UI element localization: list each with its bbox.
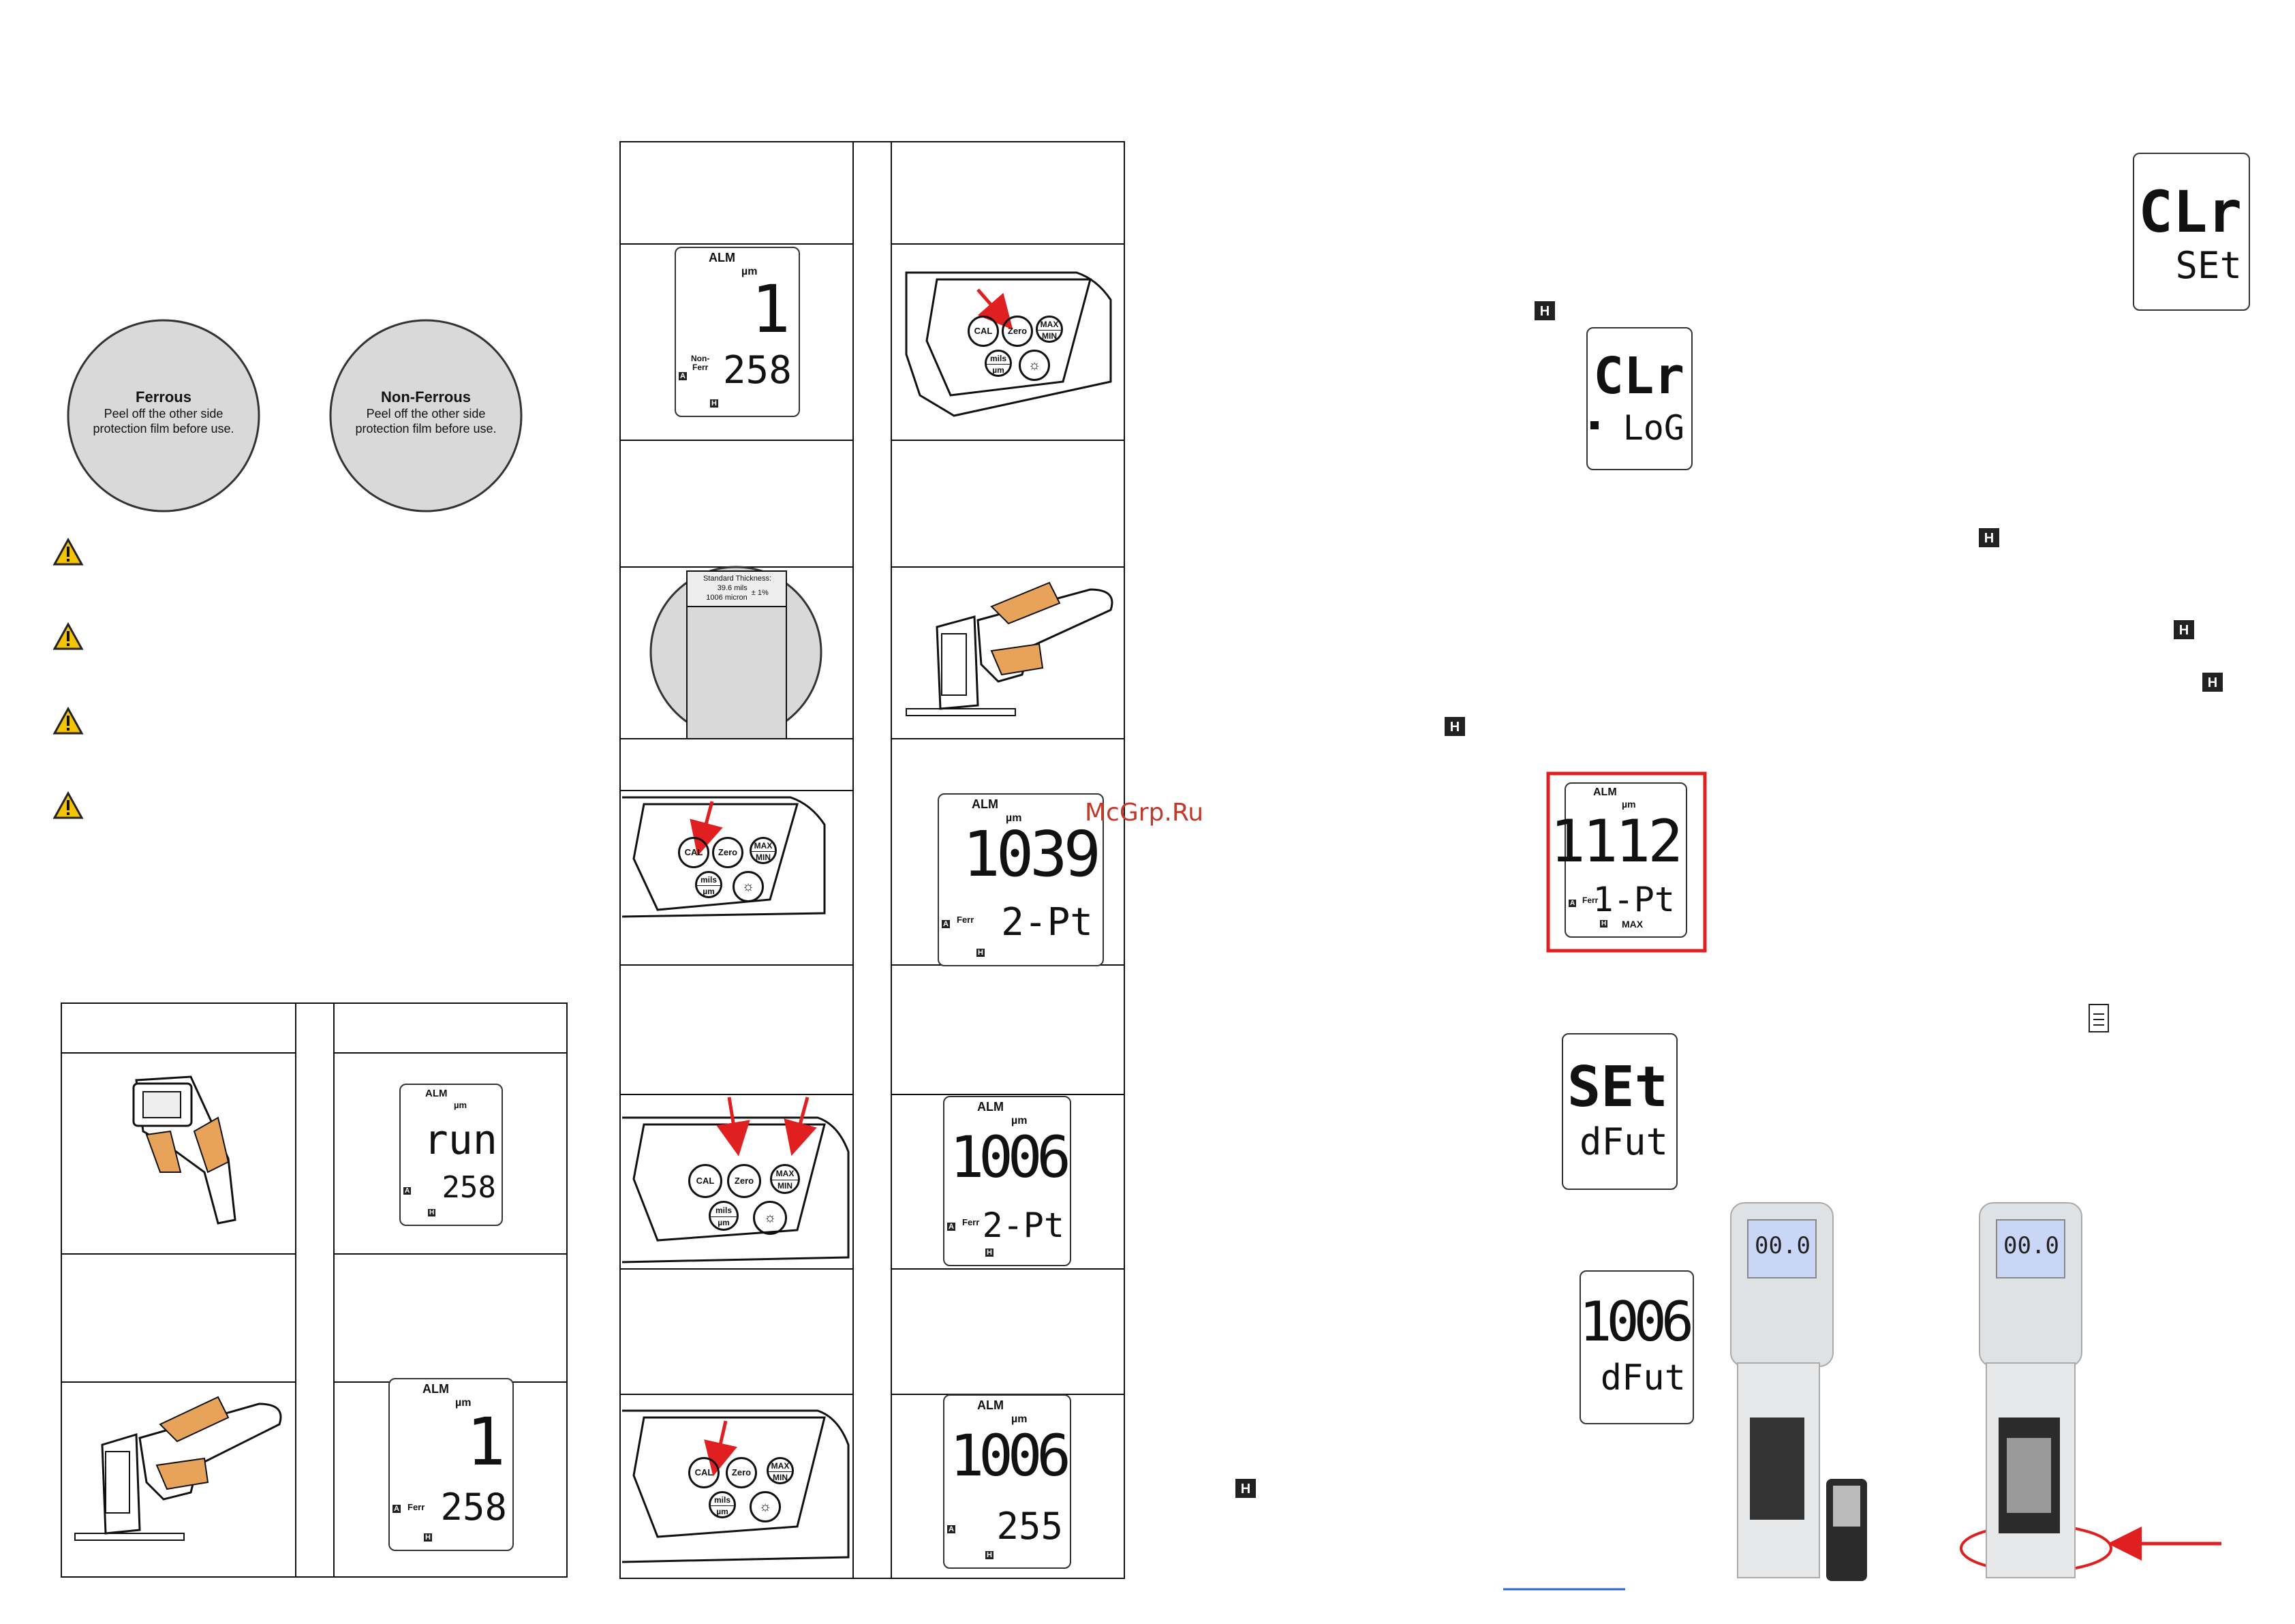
svg-text:H: H <box>1540 304 1550 319</box>
hold-icon: H <box>1979 528 1999 547</box>
meter-photo-open <box>1730 1202 1867 1581</box>
svg-text:H: H <box>2179 623 2189 638</box>
table-left <box>61 1002 568 1578</box>
hold-icon: H <box>1535 301 1555 320</box>
cal-button[interactable]: CAL <box>678 837 709 868</box>
warning-icon <box>52 791 84 819</box>
watermark: McGrp.Ru <box>1085 799 1204 827</box>
lcd-display: ALM µm 1039 Ferr A 2-Pt H <box>938 793 1104 966</box>
memory-icon <box>2089 1004 2109 1032</box>
backlight-button[interactable]: ☼ <box>750 1491 781 1522</box>
table-middle <box>619 141 1125 1579</box>
meter-on-plate-illustration <box>74 1396 282 1541</box>
keypad-housing-r1 <box>905 271 1112 417</box>
meter-hand-illustration <box>132 1075 236 1225</box>
backlight-button[interactable]: ☼ <box>753 1201 787 1235</box>
nonferrous-disc-label: Non-Ferrous Peel off the other side prot… <box>355 388 497 435</box>
zero-button[interactable]: Zero <box>726 1457 757 1488</box>
nonferrous-disc <box>329 319 523 512</box>
hold-icon: H <box>2174 620 2194 639</box>
keypad-housing-r3 <box>621 796 826 918</box>
lcd-display: ALM µm run A 258 H <box>399 1084 503 1226</box>
lcd-display: ALM µm 1112 Ferr A 1-Pt H MAX <box>1550 782 1687 938</box>
ferrous-disc-label: Ferrous Peel off the other side protecti… <box>93 388 234 435</box>
lcd-display: ALM µm 1 Ferr A 258 H <box>388 1378 514 1551</box>
lcd-display: ALM µm 1 Non-Ferr A 258 H <box>675 247 800 417</box>
hold-icon: H <box>2202 673 2223 692</box>
meter-on-plate-illustration <box>906 581 1113 716</box>
meter-photo-closed <box>1979 1202 2082 1578</box>
ferrous-disc <box>67 319 260 512</box>
hold-icon: H <box>1235 1479 1256 1498</box>
zero-button[interactable]: Zero <box>727 1164 761 1198</box>
lcd-display: CLr LoG <box>1586 327 1693 470</box>
lcd-display: ALM µm 1006 Ferr A 2-Pt H <box>943 1096 1071 1266</box>
backlight-button[interactable]: ☼ <box>1019 350 1050 381</box>
lcd-display: CLr SEt <box>2133 153 2250 311</box>
cal-button[interactable]: CAL <box>968 316 999 347</box>
lcd-display: ALM µm 1006 A 255 H <box>943 1394 1071 1569</box>
zero-button[interactable]: Zero <box>1002 316 1033 347</box>
warning-icon <box>52 622 84 650</box>
photo-reading: 00.0 <box>1755 1232 1811 1259</box>
warning-icon <box>52 706 84 735</box>
hold-icon: H <box>1445 717 1465 736</box>
keypad-housing-r6 <box>621 1409 850 1563</box>
cal-button[interactable]: CAL <box>688 1457 720 1488</box>
svg-text:H: H <box>1984 531 1994 546</box>
svg-text:H: H <box>1450 720 1460 735</box>
backlight-button[interactable]: ☼ <box>733 871 764 902</box>
alarm-highlight-frame <box>1546 771 1707 953</box>
svg-text:H: H <box>2208 675 2217 690</box>
red-arrows <box>690 288 2221 1561</box>
lcd-display: 1006 dFut <box>1579 1270 1694 1424</box>
standard-disc <box>649 566 822 739</box>
lcd-display: SEt dFut <box>1562 1033 1678 1190</box>
log-indicator <box>1590 421 1599 429</box>
warning-icon <box>52 537 84 566</box>
svg-text:H: H <box>1241 1482 1250 1497</box>
zero-button[interactable]: Zero <box>712 837 743 868</box>
cal-button[interactable]: CAL <box>688 1164 722 1198</box>
photo-reading: 00.0 <box>2003 1232 2059 1259</box>
